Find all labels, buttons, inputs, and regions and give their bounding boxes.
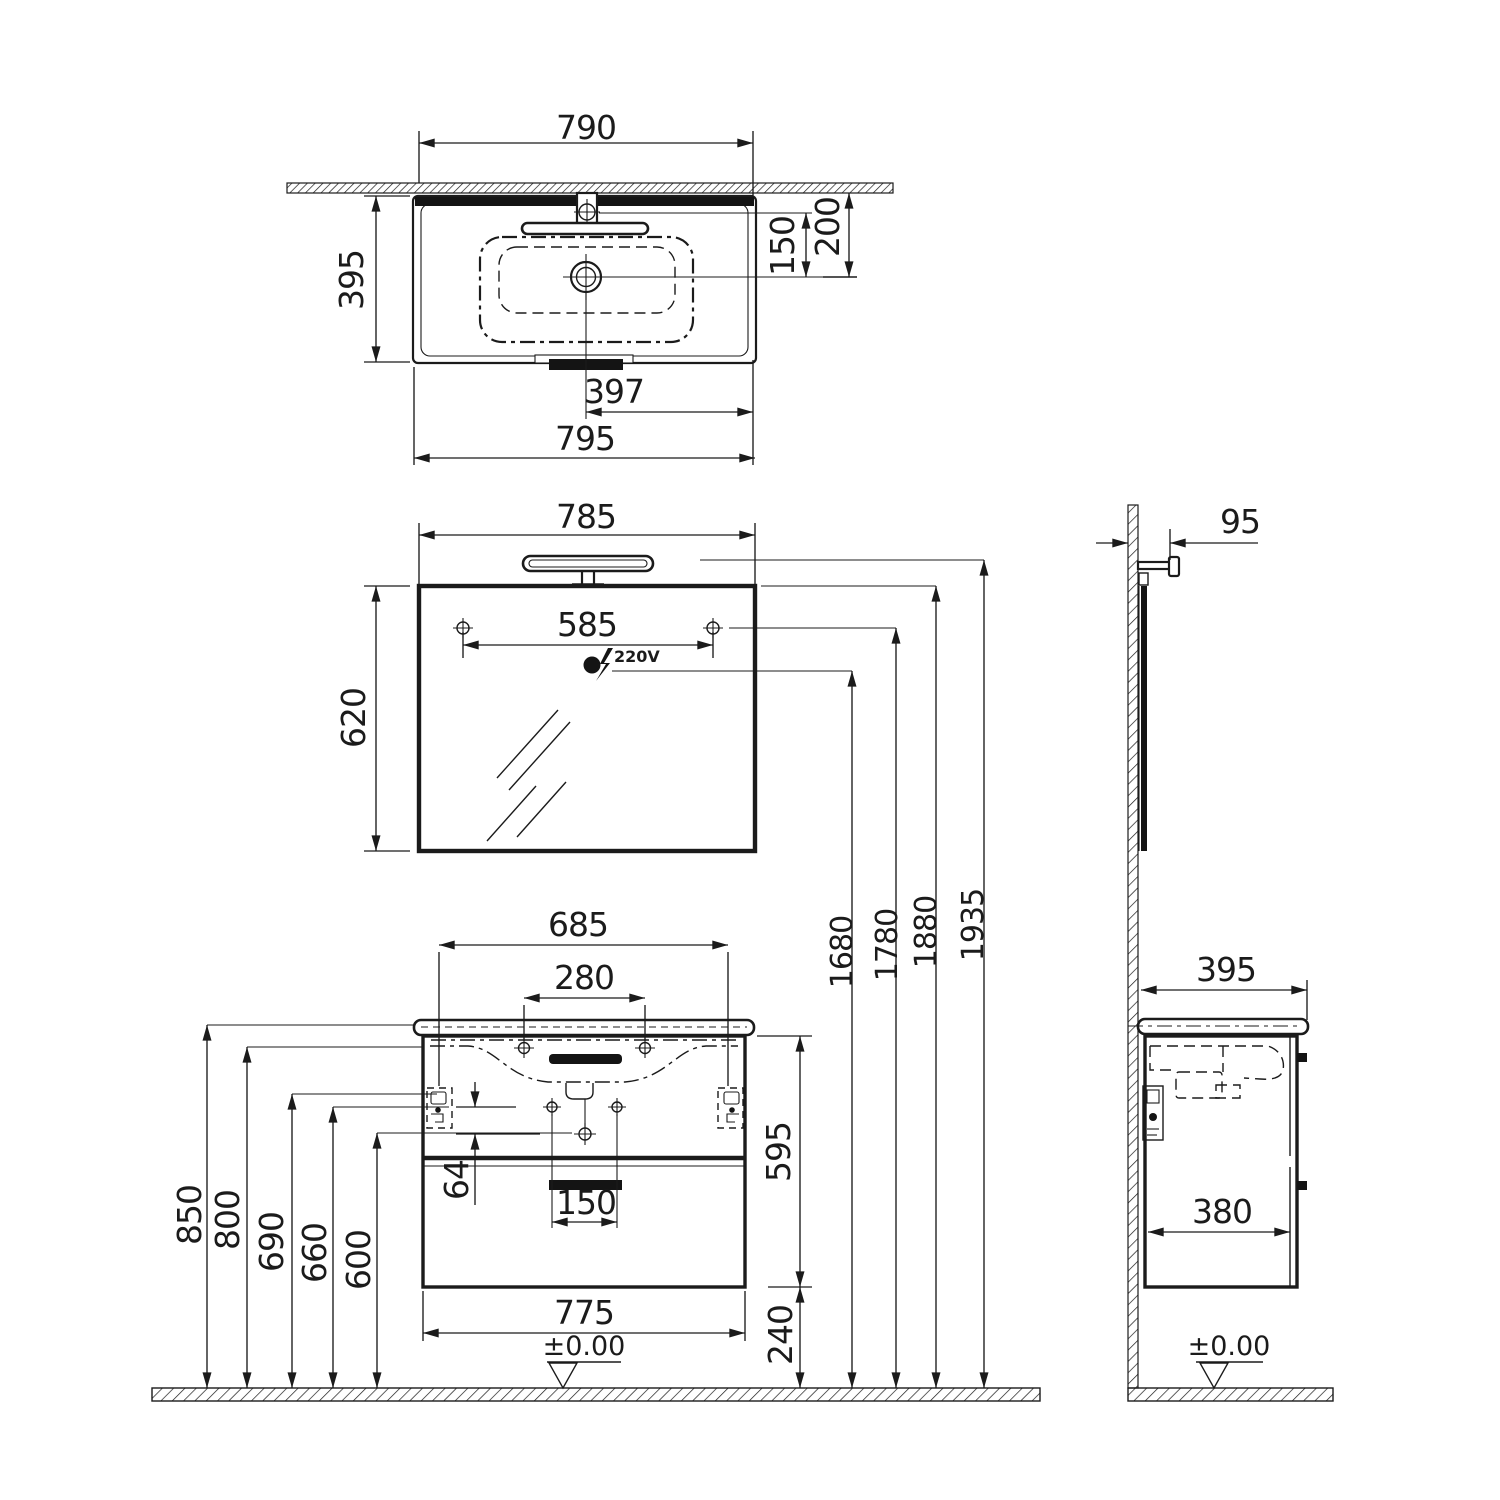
drawer-knob-lower	[1297, 1181, 1307, 1190]
dim-tap-to-drain: 150	[763, 216, 802, 276]
cabinet-front-view: 685 280 64 150 595 240 775 ±0.00	[412, 905, 812, 1390]
basin-side-hidden	[1149, 1045, 1285, 1099]
datum-label-front: ±0.00	[543, 1331, 626, 1362]
drawer-knob-upper	[1297, 1053, 1307, 1062]
plan-view-basin: 790 395 150 200 397 795	[286, 108, 894, 465]
cabinet-body-side	[1143, 1034, 1299, 1289]
dim-inner-depth-side: 380	[1192, 1192, 1252, 1231]
dim-worktop-height: 850	[170, 1185, 209, 1245]
mirror-bracket-side	[1138, 572, 1149, 586]
dim-mirror-height: 620	[334, 688, 373, 748]
datum-triangle-icon-side	[1198, 1362, 1230, 1390]
floor-section	[151, 1387, 1334, 1402]
mirror-front-view: 220V 785 620 585	[334, 497, 984, 854]
dim-floor-clearance: 240	[761, 1305, 800, 1365]
mirror-outline	[416, 583, 758, 854]
rear-towel-rail-plan	[534, 354, 634, 370]
hanger-bracket-right	[717, 1087, 744, 1129]
dim-fixing-gap: 64	[437, 1160, 476, 1200]
mirror-reflection-marks	[486, 709, 571, 842]
dim-rear-to-drain: 200	[808, 197, 847, 257]
faucet-plan	[520, 191, 650, 236]
power-socket: 220V	[583, 647, 660, 681]
lamp-front	[521, 554, 655, 586]
rear-edge-right	[598, 197, 754, 206]
dim-basin-width: 790	[556, 108, 616, 147]
datum-front: ±0.00	[543, 1331, 626, 1390]
dim-body-width: 775	[554, 1293, 614, 1332]
datum-side: ±0.00	[1188, 1331, 1271, 1390]
drawer-fixing-screws	[543, 1098, 626, 1145]
wall-section-hatch-right	[1127, 504, 1139, 1389]
dim-extensions-cabinet	[422, 952, 812, 1341]
drain-boss-front	[565, 1083, 594, 1100]
overflow-slot	[549, 1054, 622, 1064]
dim-bracket-span: 685	[548, 905, 608, 944]
floor-hatch-left	[151, 1387, 1041, 1402]
basin-bowl-inner-hidden	[498, 246, 676, 314]
wall-section-hatch	[286, 182, 894, 194]
basin-bowl-front-hidden	[430, 1045, 738, 1083]
height-dims-right: 1680 1780 1880 1935	[825, 559, 991, 1389]
dim-total-width: 795	[555, 419, 615, 458]
dim-drain-to-side: 397	[584, 372, 644, 411]
cabinet-side-view: 395 380 ±0.00	[1128, 950, 1310, 1390]
dim-lamp-top-height: 1935	[956, 889, 991, 961]
dim-extensions-plan	[364, 131, 754, 465]
drawer-slide-bracket-side	[1142, 1085, 1164, 1141]
dim-mirror-width: 785	[556, 497, 616, 536]
datum-triangle-icon	[547, 1362, 579, 1390]
dim-mirror-fixing-height: 1780	[870, 909, 905, 981]
drawer-handle	[549, 1180, 622, 1190]
dim-fixing-span: 585	[557, 605, 617, 644]
dim-body-height: 595	[759, 1122, 798, 1182]
dim-socket-height: 1680	[825, 916, 860, 988]
tap-hole-screws	[514, 1038, 655, 1058]
rear-edge-left	[415, 197, 576, 206]
dim-cabinet-top-height: 800	[208, 1190, 247, 1250]
dim-depth-side: 395	[1196, 950, 1256, 989]
cabinet-body	[421, 1034, 747, 1289]
dim-bracket-screw-height: 660	[295, 1223, 334, 1283]
dim-lamp-projection: 95	[1220, 502, 1260, 541]
datum-label-side: ±0.00	[1188, 1331, 1271, 1362]
mirror-side-view: 95	[1096, 502, 1261, 1389]
faucet-spout-bar	[520, 221, 650, 236]
dim-mirror-top-height: 1880	[909, 896, 944, 968]
dim-basin-depth: 395	[332, 250, 371, 310]
dim-bracket-top-height: 690	[252, 1212, 291, 1272]
floor-hatch-right	[1127, 1387, 1334, 1402]
lamp-side	[1136, 555, 1181, 586]
dim-handle-span: 150	[556, 1183, 616, 1222]
power-voltage-label: 220V	[614, 647, 660, 666]
power-socket-icon	[583, 656, 601, 674]
hanger-bracket-left	[426, 1087, 453, 1129]
dim-lowest-fixing-height: 600	[339, 1230, 378, 1290]
dim-tap-hole-span: 280	[554, 958, 614, 997]
height-dims-left: 850 800 690 660 600	[170, 1024, 572, 1389]
mirror-panel-side	[1141, 586, 1147, 851]
